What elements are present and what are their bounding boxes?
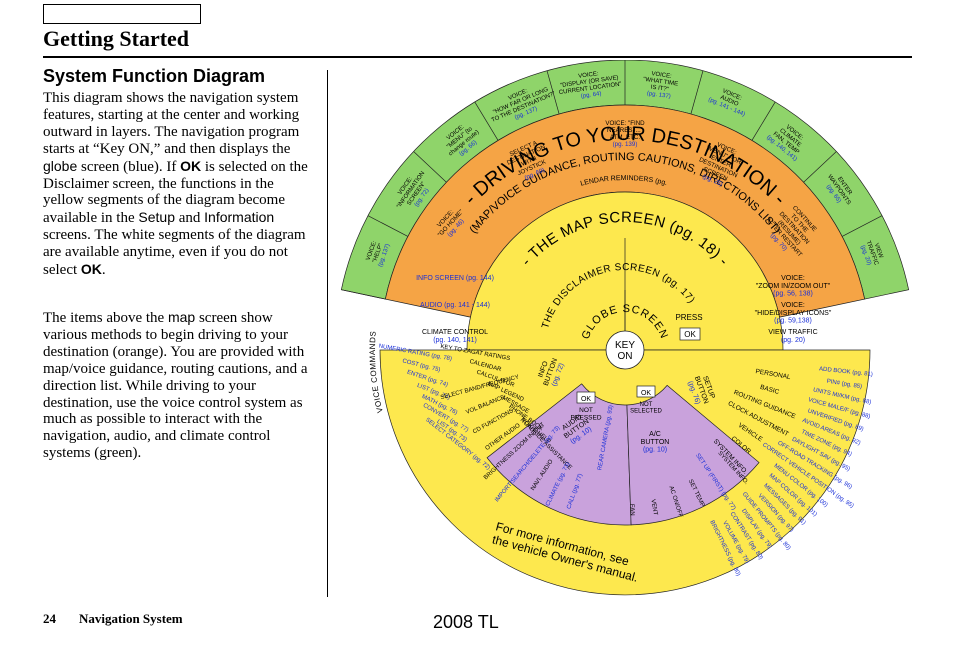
voice-command-item: VOICE:"MENU" (tochange route)(pg. 66) — [439, 119, 484, 163]
destination-method-item: VOICE:"GO HOME"(pg. 46) — [431, 204, 470, 243]
green-divider — [474, 101, 499, 141]
not-selected-box — [636, 385, 656, 398]
setup-term: Setup — [138, 209, 175, 226]
map-screen-left-item: INFO SCREEN (pg. 144) — [416, 275, 494, 282]
page-title: Getting Started — [43, 26, 190, 51]
map-screen-left-item: CLIMATE CONTROL(pg. 140, 141) — [422, 329, 488, 344]
not-pressed-box — [576, 391, 596, 404]
green-divider — [841, 215, 883, 237]
ac-segment — [626, 384, 760, 526]
destination-method-item: VOICE:"MENU" FORENTERDESTINATIONSCREEN(p… — [692, 137, 746, 192]
not-selected-ok: OK — [641, 390, 651, 397]
ac-item: VENT — [649, 499, 658, 516]
ok-term: OK — [180, 157, 202, 174]
information-term: Information — [204, 209, 275, 226]
header-tab-box — [43, 4, 201, 24]
setup-option-item: ADD BOOK (pg. 81) — [819, 366, 873, 378]
section-heading: System Function Diagram — [43, 66, 266, 86]
map-paragraph: The items above the map screen show vari… — [43, 309, 308, 462]
globe-term: globe — [43, 157, 78, 174]
map-screen-right-item: VOICE:"HIDE/DISPLAY ICONS"(pg. 59,138) — [755, 302, 832, 325]
ac-item: FAN — [628, 504, 634, 516]
not-pressed-ok: OK — [581, 396, 591, 403]
column-divider — [327, 70, 328, 597]
green-divider — [546, 70, 560, 115]
audio-segment — [486, 383, 632, 526]
green-divider — [367, 215, 409, 237]
key-on-circle — [605, 330, 645, 370]
green-divider — [803, 151, 837, 183]
green-divider — [751, 101, 776, 141]
page-number: 24 — [43, 611, 56, 626]
voice-command-item: VOICE:"WHAT TIMEIS IT?"(pg. 137) — [641, 70, 679, 101]
press-ok-text: OK — [684, 330, 696, 339]
ok-term-2: OK — [80, 261, 102, 278]
map-screen-right-item: VIEW TRAFFIC(pg. 20) — [768, 329, 817, 344]
model-year: 2008 TL — [433, 612, 499, 632]
press-ok-label: PRESS — [675, 313, 702, 322]
setup-option-item: PIN# (pg. 85) — [826, 379, 862, 391]
green-divider — [690, 70, 704, 115]
press-ok-box — [679, 327, 701, 341]
footer-title: Navigation System — [79, 611, 183, 626]
green-divider — [413, 151, 447, 183]
destination-method-item: CONTINUETO THEDESTINATION(RESUME)AFTER R… — [759, 198, 824, 263]
map-screen-right-item: VOICE:"ZOOM IN/ZOOM OUT"(pg. 56, 138) — [756, 275, 831, 298]
title-rule — [43, 56, 912, 58]
map-term: map — [167, 309, 196, 325]
green-divider — [341, 289, 386, 300]
map-screen-left-item: AUDIO (pg. 141 - 144) — [420, 302, 490, 309]
intro-paragraph: This diagram shows the navigation system… — [43, 90, 308, 279]
